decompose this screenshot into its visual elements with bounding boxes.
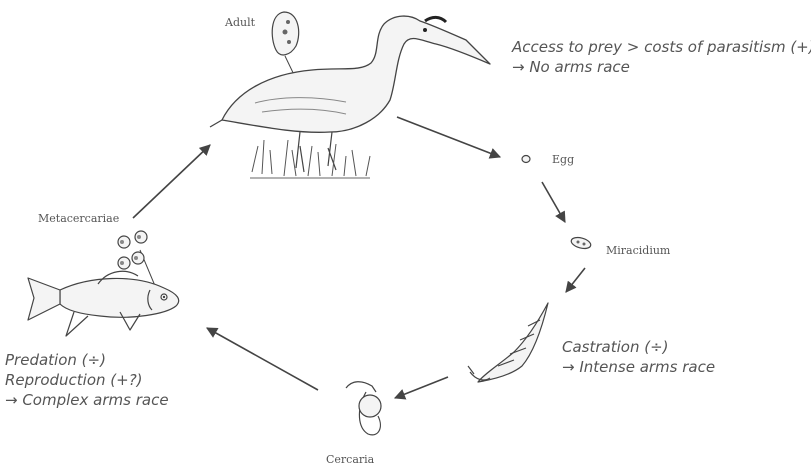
egg-label: Egg (552, 153, 575, 166)
arrow-fish-to-heron (132, 144, 211, 219)
arrow-cercaria-to-fish (206, 327, 319, 391)
fish-annotation: Predation (÷) Reproduction (+?) → Comple… (5, 350, 169, 410)
arrow-egg-to-miracidium (541, 181, 566, 223)
cercaria-illustration (345, 381, 382, 436)
metacercariae-label: Metacercariae (38, 212, 120, 225)
heron-annotation-line2: → No arms race (512, 58, 630, 76)
arrow-snail-to-cercaria (393, 376, 449, 400)
metacercariae-illustration (117, 230, 148, 270)
fish-annotation-line1: Predation (÷) (5, 351, 106, 369)
adult-label: Adult (225, 16, 256, 29)
miracidium-label: Miracidium (606, 244, 671, 257)
fish-annotation-line3: → Complex arms race (5, 391, 169, 409)
miracidium-illustration (570, 236, 592, 250)
snail-annotation: Castration (÷) → Intense arms race (562, 337, 715, 377)
arrow-miracidium-to-snail (565, 267, 586, 293)
fish-illustration (27, 270, 180, 337)
snail-annotation-line1: Castration (÷) (562, 338, 669, 356)
snail-illustration (467, 302, 549, 383)
cercaria-label: Cercaria (326, 453, 375, 466)
fish-annotation-line2: Reproduction (+?) (5, 371, 143, 389)
heron-annotation: Access to prey > costs of parasitism (+)… (512, 37, 811, 77)
egg-illustration (521, 154, 531, 164)
adult-fluke-illustration (271, 11, 300, 56)
heron-annotation-line1: Access to prey > costs of parasitism (+) (512, 38, 811, 56)
heron-illustration (209, 15, 491, 179)
arrow-heron-to-egg (396, 116, 502, 159)
snail-annotation-line2: → Intense arms race (562, 358, 716, 376)
